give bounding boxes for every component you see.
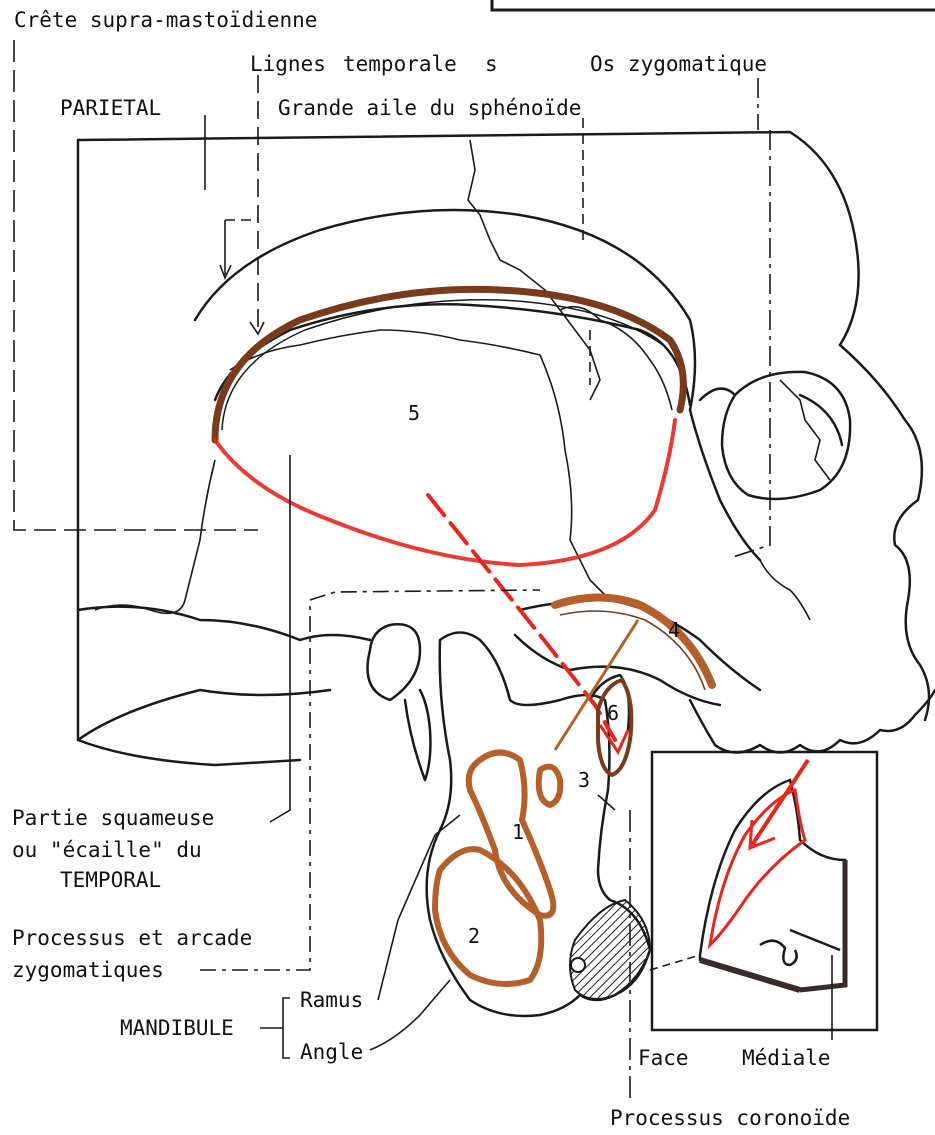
label-temporale: temporale [343,54,457,75]
inset-box [652,752,877,1030]
label-ecaille-du: ou "écaille" du [12,840,202,861]
label-zygomatiques: zygomatiques [12,960,164,981]
temporal-line-band [215,289,683,440]
hatched-insertion [570,900,650,999]
label-os-zygomatique: Os zygomatique [590,54,767,75]
temporal-fossa-red-margin [215,420,675,565]
number-4: 4 [668,620,680,640]
label-lignes: Lignes [250,54,326,75]
sutures [95,140,830,620]
label-parietal: PARIETAL [60,98,161,119]
label-angle: Angle [300,1042,363,1063]
label-partie-squameuse: Partie squameuse [12,808,214,829]
number-5: 5 [408,403,420,423]
label-processus-arcade: Processus et arcade [12,928,252,949]
number-2: 2 [468,926,480,946]
label-processus-coronoide: Processus coronoïde [610,1108,850,1129]
label-face: Face [638,1048,689,1069]
label-mandibule: MANDIBULE [120,1018,234,1039]
label-grande-aile-sphenoide: Grande aile du sphénoïde [278,98,581,119]
header-box-fragment [492,0,935,10]
label-temporal: TEMPORAL [60,870,161,891]
number-3: 3 [578,770,590,790]
label-ramus: Ramus [300,990,363,1011]
inset-red-outline [710,790,805,945]
number-6: 6 [607,703,619,723]
label-mediale: Médiale [742,1048,831,1069]
temporalis-red-line [428,495,615,740]
masseter-loops [435,753,560,985]
label-crete-supra-mastoidienne: Crête supra-mastoïdienne [14,10,317,31]
label-temporale-s: s [485,54,498,75]
zygomatic-arch-band [555,598,712,686]
number-1: 1 [512,822,524,842]
